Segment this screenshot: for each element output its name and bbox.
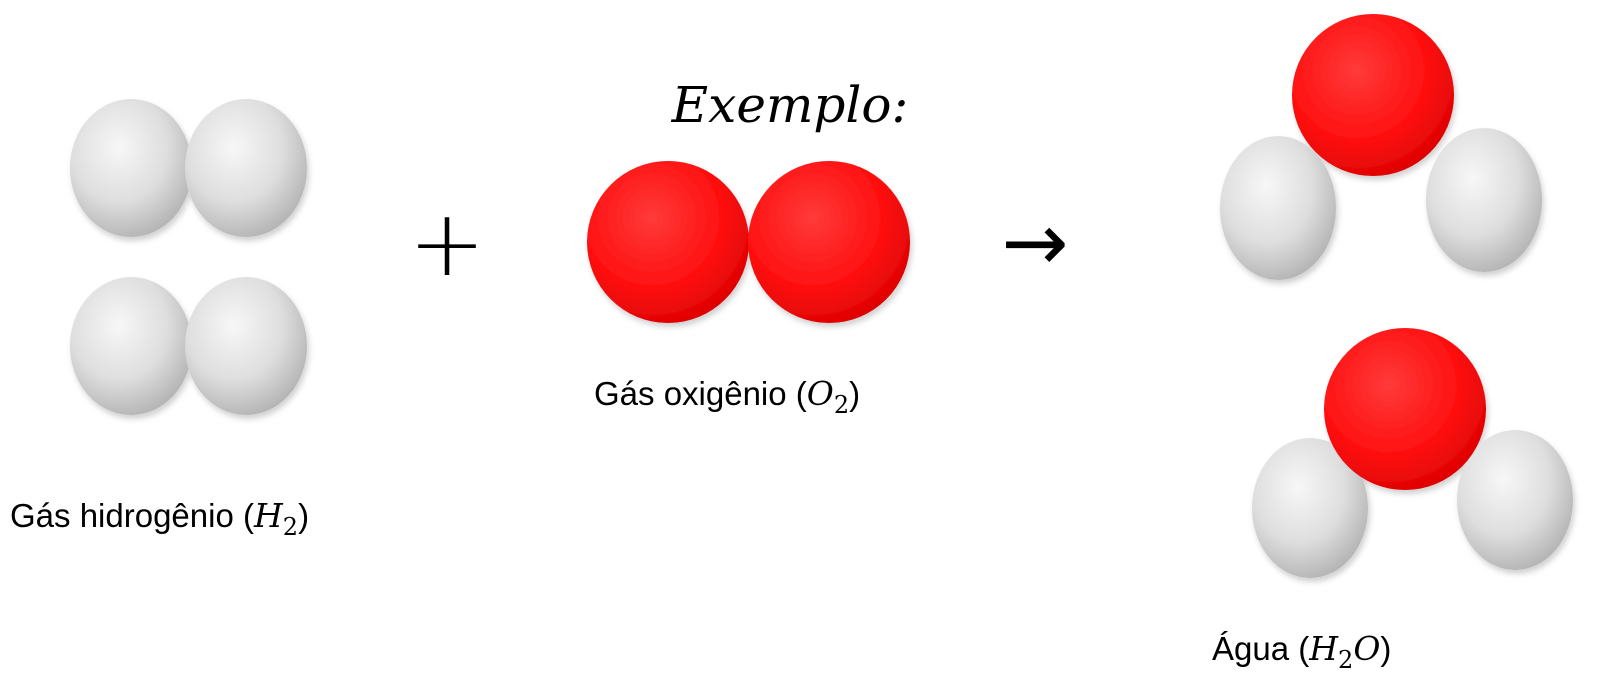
hydrogen-atom xyxy=(185,277,307,415)
oxygen-molecule xyxy=(587,161,910,323)
hydrogen-formula-subscript: 2 xyxy=(283,513,298,541)
water-label: Água (H2O) xyxy=(1212,629,1391,674)
water-formula-symbol-o: O xyxy=(1353,629,1380,668)
page-title: Exemplo: xyxy=(671,76,909,134)
oxygen-formula-subscript: 2 xyxy=(834,391,849,419)
oxygen-atom xyxy=(1292,14,1454,176)
hydrogen-atom xyxy=(1220,136,1336,280)
oxygen-atom xyxy=(587,161,749,323)
hydrogen-atom xyxy=(1252,438,1368,578)
reaction-arrow-icon: → xyxy=(1001,196,1068,289)
hydrogen-label: Gás hidrogênio (H2) xyxy=(10,496,309,541)
water-molecules xyxy=(1220,14,1573,578)
hydrogen-molecules xyxy=(70,99,307,415)
hydrogen-formula-symbol: H xyxy=(253,496,284,535)
plus-sign: + xyxy=(408,190,485,297)
oxygen-atom xyxy=(1324,328,1486,490)
hydrogen-label-text: Gás hidrogênio xyxy=(10,497,234,534)
water-molecule xyxy=(1220,14,1542,280)
water-formula-symbol-h: H xyxy=(1308,629,1339,668)
oxygen-label-text: Gás oxigênio xyxy=(594,375,787,412)
hydrogen-atom xyxy=(185,99,307,237)
hydrogen-atom xyxy=(1457,430,1573,570)
hydrogen-atom xyxy=(70,277,192,415)
water-label-text: Água xyxy=(1212,630,1290,667)
hydrogen-atom xyxy=(70,99,192,237)
hydrogen-molecule xyxy=(70,277,307,415)
hydrogen-atom xyxy=(1426,128,1542,272)
oxygen-formula-symbol: O xyxy=(807,374,834,413)
water-molecule xyxy=(1252,328,1573,578)
oxygen-label: Gás oxigênio (O2) xyxy=(594,374,860,419)
water-formula-subscript: 2 xyxy=(1338,646,1353,674)
oxygen-atom xyxy=(748,161,910,323)
hydrogen-molecule xyxy=(70,99,307,237)
